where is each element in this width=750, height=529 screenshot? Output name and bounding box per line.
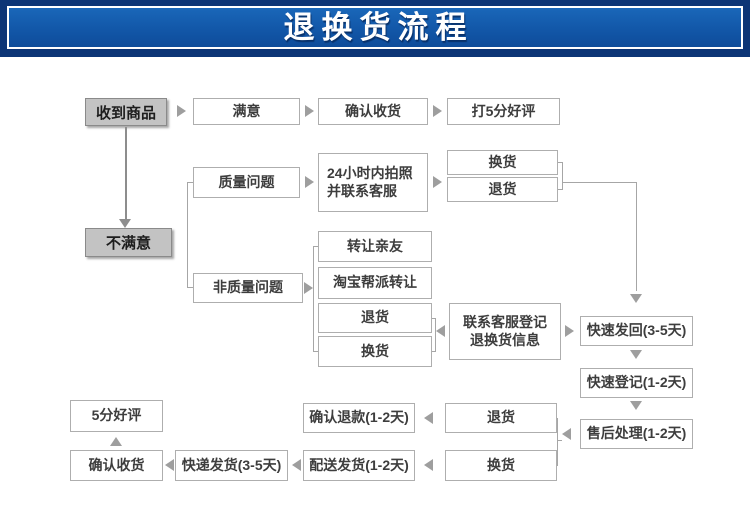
node-confirm-receipt-bottom: 确认收货 bbox=[70, 450, 163, 481]
node-express-dispatch: 快递发货(3-5天) bbox=[175, 450, 288, 481]
node-non-quality-issue: 非质量问题 bbox=[193, 273, 303, 303]
node-quality-issue: 质量问题 bbox=[193, 167, 300, 198]
connector-line bbox=[562, 182, 637, 183]
arrow-down-icon bbox=[119, 219, 131, 228]
arrow-right-icon bbox=[305, 176, 314, 188]
arrow-right-icon bbox=[433, 105, 442, 117]
node-after-sales-processing: 售后处理(1-2天) bbox=[580, 419, 693, 449]
arrow-left-icon bbox=[424, 459, 433, 471]
page-title: 退换货流程 bbox=[283, 10, 474, 45]
node-satisfied: 满意 bbox=[193, 98, 300, 125]
bracket-line bbox=[313, 246, 318, 247]
bracket-line bbox=[187, 182, 193, 183]
node-fast-return: 快速发回(3-5天) bbox=[580, 316, 693, 346]
arrow-left-icon bbox=[165, 459, 174, 471]
arrow-up-icon bbox=[110, 437, 122, 446]
bracket-line bbox=[313, 351, 318, 352]
arrow-left-icon bbox=[292, 459, 301, 471]
arrow-right-icon bbox=[305, 105, 314, 117]
node-return-final: 退货 bbox=[445, 403, 557, 433]
bracket-line bbox=[558, 189, 562, 190]
node-exchange-quality: 换货 bbox=[447, 150, 558, 175]
arrow-down-icon bbox=[630, 401, 642, 410]
node-return-option: 退货 bbox=[318, 303, 432, 333]
bracket-line bbox=[557, 418, 558, 466]
node-transfer-to-friend: 转让亲友 bbox=[318, 231, 432, 262]
arrow-right-icon bbox=[177, 105, 186, 117]
node-confirm-receipt-top: 确认收货 bbox=[318, 98, 428, 125]
node-photo-within-24h: 24小时内拍照 并联系客服 bbox=[318, 153, 428, 212]
node-fast-register: 快速登记(1-2天) bbox=[580, 368, 693, 398]
bracket-line bbox=[562, 162, 563, 190]
arrow-down-icon bbox=[630, 350, 642, 359]
node-rate-5-stars: 打5分好评 bbox=[447, 98, 560, 125]
bracket-line bbox=[557, 440, 562, 441]
arrow-right-icon bbox=[433, 176, 442, 188]
arrow-left-icon bbox=[562, 428, 571, 440]
bracket-line bbox=[187, 182, 188, 288]
node-good-rating: 5分好评 bbox=[70, 400, 163, 432]
arrow-right-icon bbox=[304, 282, 313, 294]
node-taobao-group-transfer: 淘宝帮派转让 bbox=[318, 267, 432, 299]
node-confirm-refund: 确认退款(1-2天) bbox=[303, 403, 415, 433]
node-exchange-final: 换货 bbox=[445, 450, 557, 481]
node-exchange-option: 换货 bbox=[318, 336, 432, 367]
bracket-line bbox=[558, 162, 562, 163]
connector-line bbox=[125, 127, 127, 219]
node-return-quality: 退货 bbox=[447, 177, 558, 202]
page-banner: 退换货流程 bbox=[0, 0, 750, 57]
bracket-line bbox=[432, 351, 435, 352]
bracket-line bbox=[432, 318, 435, 319]
bracket-line bbox=[435, 318, 436, 352]
node-unsatisfied: 不满意 bbox=[85, 228, 172, 257]
arrow-right-icon bbox=[565, 325, 574, 337]
arrow-left-icon bbox=[424, 412, 433, 424]
node-contact-service-register: 联系客服登记 退换货信息 bbox=[449, 303, 561, 360]
node-delivery-dispatch: 配送发货(1-2天) bbox=[303, 450, 415, 481]
connector-line bbox=[636, 182, 637, 291]
banner-frame: 退换货流程 bbox=[7, 6, 743, 49]
arrow-down-icon bbox=[630, 294, 642, 303]
node-received-goods: 收到商品 bbox=[85, 98, 167, 126]
bracket-line bbox=[313, 246, 314, 352]
bracket-line bbox=[187, 287, 193, 288]
arrow-left-icon bbox=[436, 325, 445, 337]
